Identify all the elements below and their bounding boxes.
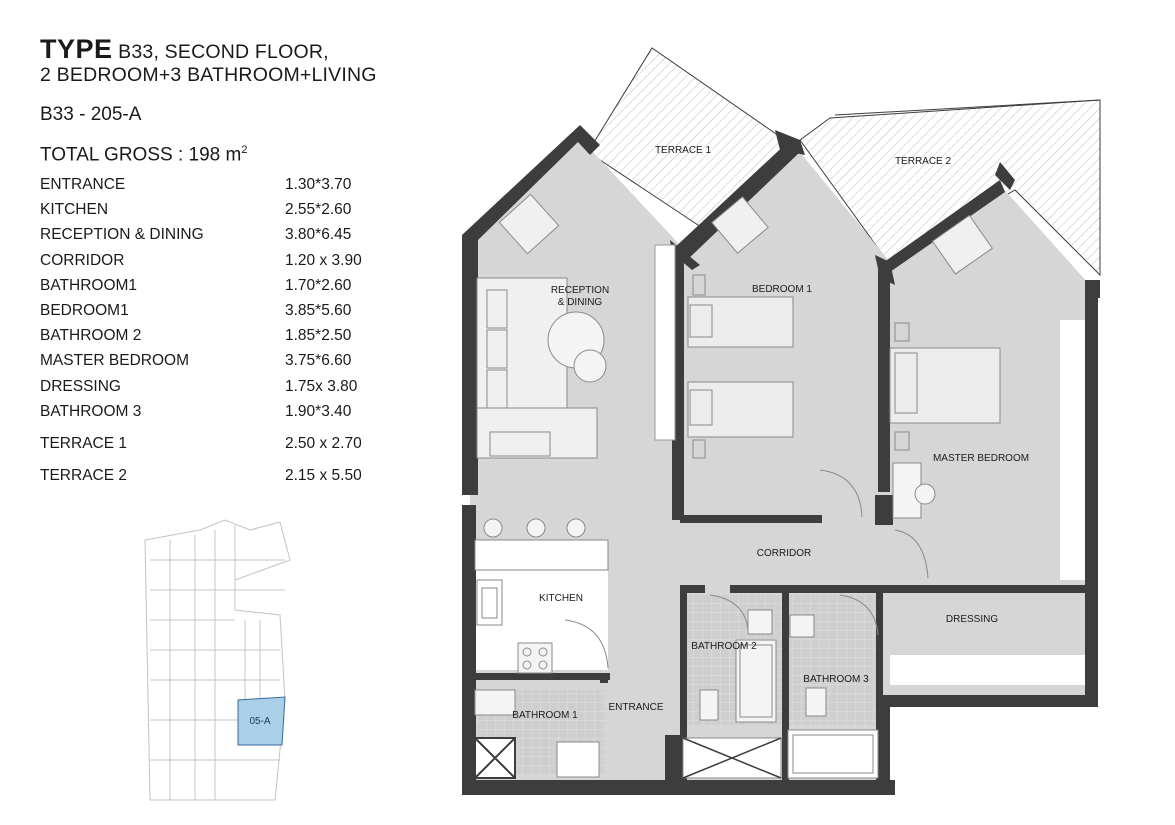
plan-title: TYPE B33, SECOND FLOOR, 2 BEDROOM+3 BATH…: [40, 36, 460, 87]
gross-label: TOTAL GROSS : 198 m: [40, 144, 242, 166]
room-dimension: 1.20 x 3.90: [285, 251, 362, 269]
room-row: BATHROOM 2 1.85*2.50: [40, 327, 380, 352]
room-dimension: 1.30*3.70: [285, 176, 352, 193]
room-row: ENTRANCE 1.30*3.70: [40, 176, 380, 201]
label-bathroom-2: BATHROOM 2: [691, 641, 757, 652]
room-row: BATHROOM1 1.70*2.60: [40, 277, 380, 302]
room-name: ENTRANCE: [40, 176, 126, 193]
room-name: BATHROOM 3: [40, 402, 142, 420]
total-gross: TOTAL GROSS : 198 m2: [40, 144, 247, 166]
room-dimension: 3.75*6.60: [285, 352, 352, 370]
label-bathroom-1: BATHROOM 1: [512, 710, 578, 721]
room-row: KITCHEN 2.55*2.60: [40, 201, 380, 226]
room-dimension: 1.70*2.60: [285, 276, 352, 294]
room-row: RECEPTION & DINING 3.80*6.45: [40, 226, 380, 251]
room-dimension: 2.55*2.60: [285, 201, 352, 219]
room-name: TERRACE 1: [40, 434, 127, 452]
room-name: DRESSING: [40, 377, 121, 395]
unit-code: B33 - 205-A: [40, 104, 142, 125]
room-row: BATHROOM 3 1.90*3.40: [40, 403, 380, 428]
room-name: BEDROOM1: [40, 301, 129, 319]
type-word: TYPE: [40, 34, 113, 64]
room-dimension: 1.75x 3.80: [285, 377, 358, 395]
label-reception-1: RECEPTION: [551, 285, 609, 296]
label-dressing: DRESSING: [946, 614, 998, 625]
room-row: DRESSING 1.75x 3.80: [40, 378, 380, 403]
room-name: TERRACE 2: [40, 467, 127, 485]
label-reception-2: & DINING: [558, 297, 603, 308]
label-bathroom-3: BATHROOM 3: [803, 674, 869, 685]
furniture: [474, 193, 1001, 779]
dressing-wardrobe: [890, 655, 1085, 685]
label-entrance: ENTRANCE: [608, 702, 663, 713]
room-row: MASTER BEDROOM 3.75*6.60: [40, 352, 380, 377]
room-row: BEDROOM1 3.85*5.60: [40, 302, 380, 327]
room-name: BATHROOM1: [40, 276, 138, 294]
room-name: KITCHEN: [40, 201, 109, 219]
room-dimension: 1.85*2.50: [285, 327, 352, 345]
subtitle: 2 BEDROOM+3 BATHROOM+LIVING: [40, 64, 377, 86]
title-rest: B33, SECOND FLOOR,: [112, 41, 329, 63]
terrace-2-rail: [834, 99, 1101, 116]
floor-area: [470, 138, 1090, 785]
master-wardrobe: [1060, 320, 1085, 580]
room-dimension: 1.90*3.40: [285, 402, 352, 420]
room-name: BATHROOM 2: [40, 327, 142, 345]
title-line-1: TYPE B33, SECOND FLOOR,: [40, 36, 460, 64]
label-kitchen: KITCHEN: [539, 593, 583, 604]
room-dimension: 2.50 x 2.70: [285, 434, 362, 452]
room-dimension: 3.85*5.60: [285, 301, 352, 319]
room-row: TERRACE 2 2.15 x 5.50: [40, 467, 380, 492]
label-corridor: CORRIDOR: [757, 548, 811, 559]
room-dimension: 2.15 x 5.50: [285, 467, 362, 485]
label-master-bedroom: MASTER BEDROOM: [933, 453, 1029, 464]
room-name: CORRIDOR: [40, 251, 125, 269]
room-row: TERRACE 1 2.50 x 2.70: [40, 435, 380, 460]
label-terrace-1: TERRACE 1: [655, 145, 712, 156]
room-row: CORRIDOR 1.20 x 3.90: [40, 252, 380, 277]
label-terrace-2: TERRACE 2: [895, 156, 952, 167]
walls: [462, 125, 1100, 795]
room-name: MASTER BEDROOM: [40, 352, 189, 370]
room-name: RECEPTION & DINING: [40, 226, 204, 244]
room-dimension: 3.80*6.45: [285, 226, 352, 244]
gross-sup: 2: [241, 144, 248, 156]
plan-labels: TERRACE 1 TERRACE 2 RECEPTION & DINING B…: [512, 145, 1029, 721]
label-bedroom-1: BEDROOM 1: [752, 284, 812, 295]
